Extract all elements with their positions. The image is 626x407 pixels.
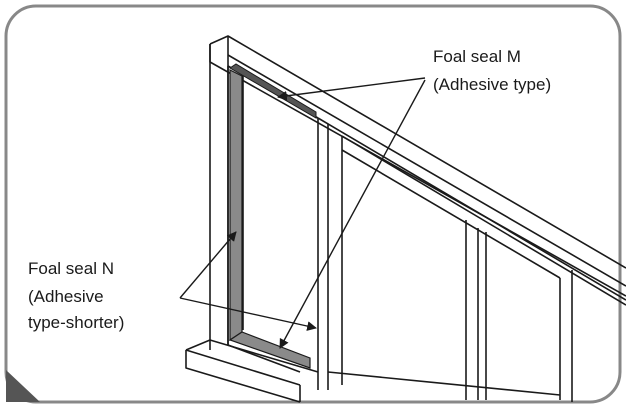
- seal-n-label: Foal seal N: [28, 259, 114, 278]
- window-frame: [185, 35, 626, 403]
- corner-accent: [6, 370, 40, 402]
- seal-n-leaders: [179, 231, 317, 331]
- seal-m-leaders: [277, 77, 426, 349]
- seal-m-strip: [229, 63, 317, 119]
- seal-n-bottom-strip: [228, 331, 311, 369]
- panel-frame: [4, 4, 622, 404]
- seal-n-sublabel-1: (Adhesive: [28, 287, 104, 306]
- seal-n-strip: [229, 69, 243, 342]
- seal-n-sublabel-2: type-shorter): [28, 313, 124, 332]
- seal-m-sublabel: (Adhesive type): [433, 75, 551, 94]
- seal-m-label: Foal seal M: [433, 47, 521, 66]
